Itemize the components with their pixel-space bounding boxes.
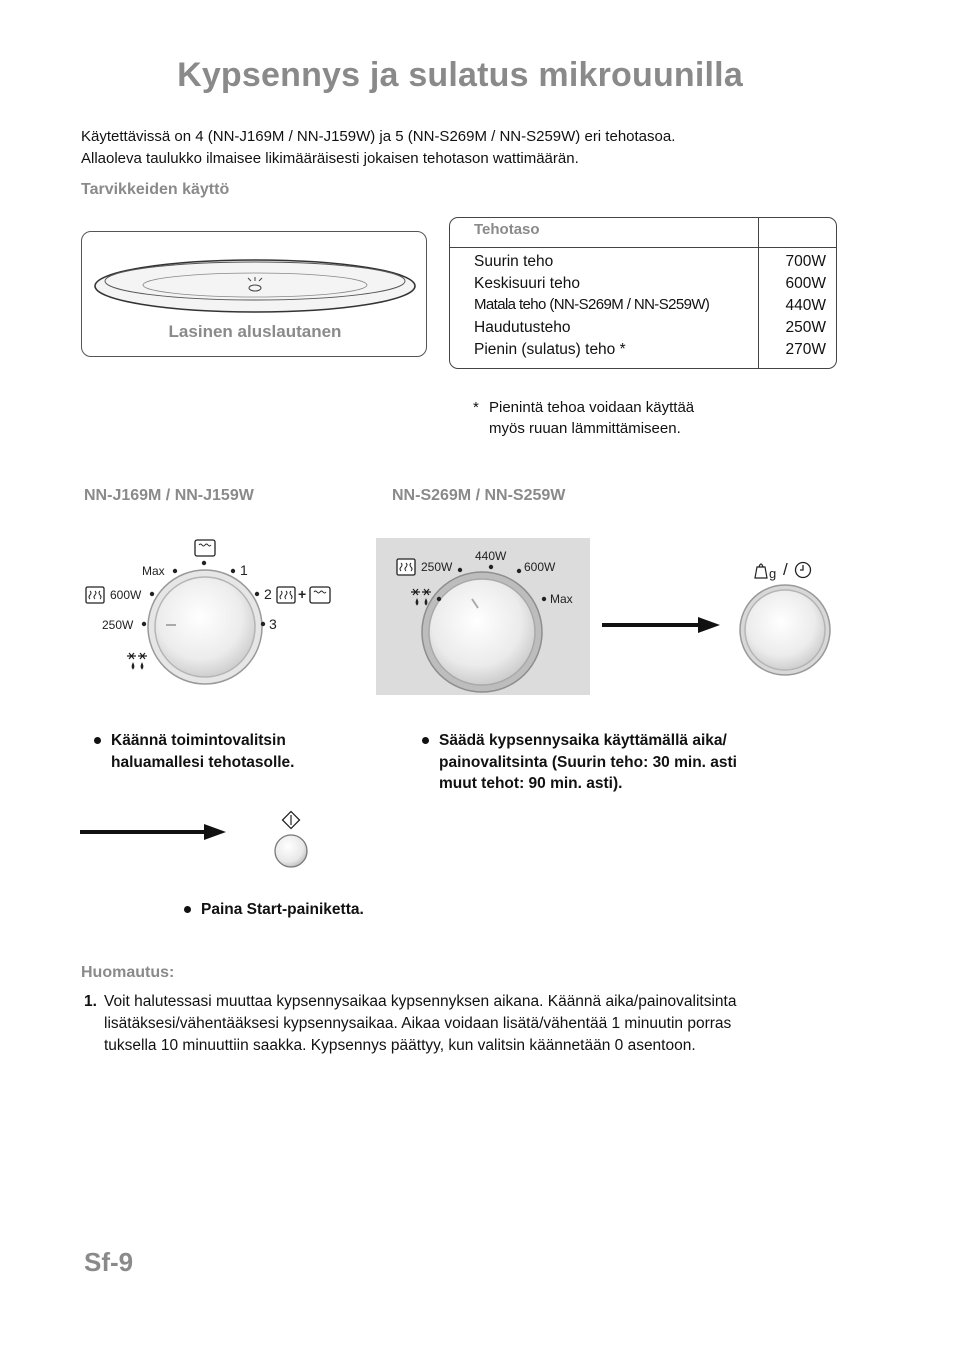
table-divider (450, 247, 836, 248)
timer-knob-graphic (739, 584, 831, 676)
dial-label-440w: 440W (475, 549, 507, 563)
bullet-icon (94, 737, 101, 744)
glass-plate-label: Lasinen aluslautanen (168, 322, 342, 341)
step-line: haluamallesi tehotasolle. (111, 753, 295, 771)
timer-label-g: g (769, 566, 777, 581)
step-line: Käännä toimintovalitsin (111, 732, 286, 749)
dial-label-3: 3 (269, 616, 277, 632)
table-row-watt: 250W (785, 319, 827, 336)
note-heading: Huomautus: (81, 964, 175, 981)
dial-label-max: Max (550, 592, 573, 606)
bullet-icon (422, 737, 429, 744)
dial-label-250w: 250W (102, 618, 134, 632)
table-row-name: Pienin (sulatus) teho * (474, 341, 626, 358)
table-header: Tehotaso (474, 221, 540, 238)
footnote-line: myös ruuan lämmittämiseen. (489, 420, 681, 437)
dial-label-600w: 600W (524, 560, 556, 574)
step-line: muut tehot: 90 min. asti). (439, 775, 623, 792)
footnote-line: Pienintä tehoa voidaan käyttää (489, 399, 695, 416)
dial-label-250w: 250W (421, 560, 453, 574)
microwave-icon (85, 586, 105, 604)
arrow-right-icon (80, 824, 226, 840)
table-row-name: Suurin teho (474, 253, 554, 270)
glass-plate-box: Lasinen aluslautanen (81, 231, 427, 357)
table-column-divider (758, 218, 759, 368)
start-button[interactable] (273, 833, 309, 869)
microwave-icon (276, 586, 296, 604)
page-number: Sf-9 (84, 1247, 134, 1277)
microwave-icon (396, 558, 416, 576)
dial-label-max: Max (142, 564, 165, 578)
table-row-watt: 440W (785, 297, 827, 314)
dial-label-600w: 600W (110, 588, 142, 602)
clock-icon (794, 561, 812, 579)
table-row-name: Matala teho (NN-S269M / NN-S259W) (474, 296, 710, 313)
step-line: painovalitsinta (Suurin teho: 30 min. as… (439, 753, 737, 771)
glass-plate-icon (94, 259, 416, 313)
step-text-start: Paina Start-painiketta. (201, 901, 364, 918)
dial-label-plus: + (298, 586, 307, 602)
dial-label-1: 1 (240, 562, 248, 578)
arrow-right-icon (602, 617, 720, 633)
table-row-watt: 600W (785, 275, 827, 292)
timer-weight-dial[interactable]: g / (738, 558, 834, 690)
power-level-table: Tehotaso Suurin teho 700W Keskisuuri teh… (449, 217, 837, 369)
note-text: Voit halutessasi muuttaa kypsennysaikaa … (104, 991, 864, 1057)
timer-label-slash: / (783, 560, 788, 579)
page-title: Kypsennys ja sulatus mikrouunilla (177, 56, 743, 94)
step-text-right: Säädä kypsennysaika käyttämällä aika/ pa… (439, 730, 737, 795)
bullet-icon (184, 906, 191, 913)
footnote-mark: * (473, 399, 479, 416)
table-row-watt: 700W (785, 253, 827, 270)
dial-graphic (421, 564, 547, 693)
intro-line: Käytettävissä on 4 (NN-J169M / NN-J159W)… (81, 128, 676, 145)
step-text-left: Käännä toimintovalitsin haluamallesi teh… (111, 730, 294, 773)
start-icon (281, 810, 301, 830)
grill-icon (309, 586, 331, 604)
defrost-icon (411, 588, 431, 606)
table-row-name: Haudutusteho (474, 319, 571, 336)
note-line: tuksella 10 minuuttiin saakka. Kypsennys… (104, 1037, 696, 1054)
power-dial-right: 250W 440W 600W Max (376, 538, 590, 695)
model-heading-left: NN-J169M / NN-J159W (84, 487, 254, 504)
note-number: 1. (84, 993, 97, 1010)
table-row-name: Keskisuuri teho (474, 275, 580, 292)
note-line: Voit halutessasi muuttaa kypsennysaikaa … (104, 993, 737, 1010)
weight-icon (754, 563, 768, 579)
step-line: Säädä kypsennysaika käyttämällä aika/ (439, 732, 727, 749)
model-heading-right: NN-S269M / NN-S259W (392, 487, 566, 504)
intro-text: Käytettävissä on 4 (NN-J169M / NN-J159W)… (81, 126, 861, 170)
intro-line: Allaoleva taulukko ilmaisee likimääräise… (81, 150, 579, 167)
defrost-icon (127, 652, 147, 670)
note-line: lisätäksesi/vähentääksesi kypsennysaikaa… (104, 1015, 732, 1032)
dial-graphic (141, 560, 266, 685)
dial-label-2: 2 (264, 586, 272, 602)
power-dial-left: Max 1 600W 2 + 250W 3 (80, 535, 340, 695)
grill-icon (194, 539, 216, 557)
accessories-heading: Tarvikkeiden käyttö (81, 181, 230, 198)
table-row-watt: 270W (785, 341, 827, 358)
